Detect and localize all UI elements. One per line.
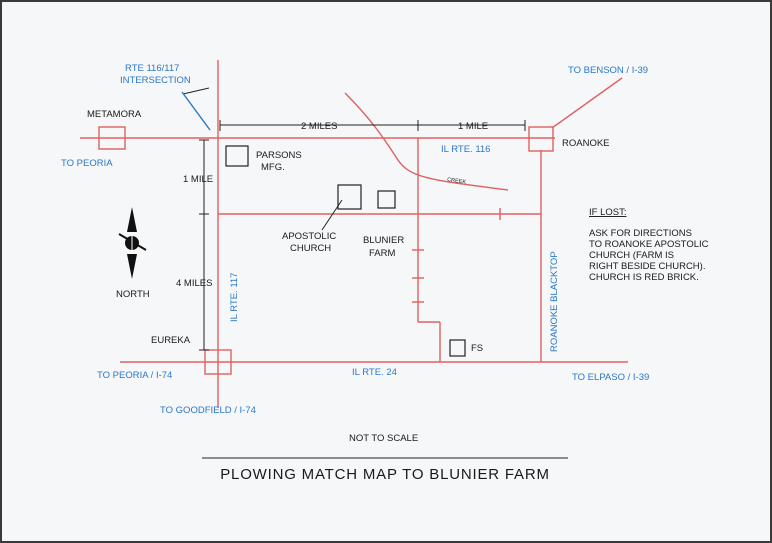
place-roanoke: ROANOKE <box>562 138 610 149</box>
if-lost-line: CHURCH IS RED BRICK. <box>589 272 699 283</box>
eureka-town-box <box>204 349 232 375</box>
if-lost-line: CHURCH (FARM IS <box>589 250 674 261</box>
distance-one-mile-top: 1 MILE <box>458 121 488 132</box>
if-lost-line: RIGHT BESIDE CHURCH). <box>589 261 705 272</box>
map-title: PLOWING MATCH MAP TO BLUNIER FARM <box>220 466 550 483</box>
fs-building <box>449 339 466 357</box>
dest-to-benson-i39: TO BENSON / I-39 <box>568 65 648 76</box>
place-metamora: METAMORA <box>87 109 142 120</box>
distance-one-mile-side: 1 MILE <box>183 174 213 185</box>
place-eureka: EUREKA <box>151 335 191 346</box>
creek-label: CREEK <box>447 177 467 186</box>
landmark-blunier-line2: FARM <box>369 248 395 259</box>
distance-four-miles: 4 MILES <box>176 278 212 289</box>
roads <box>80 60 628 408</box>
road-label-il-rte-117: IL RTE. 117 <box>229 273 240 322</box>
landmark-parsons-line2: MFG. <box>261 162 285 173</box>
dimension-lines <box>182 87 526 351</box>
landmark-parsons-line1: PARSONS <box>256 150 302 161</box>
north-label: NORTH <box>116 289 150 300</box>
roanoke-town-box <box>528 126 554 152</box>
intersection-label-line1: RTE 116/117 <box>125 63 179 74</box>
road-to-benson <box>551 77 623 129</box>
metamora-town-box <box>98 126 126 150</box>
road-label-il-rte-116: IL RTE. 116 <box>441 144 490 155</box>
intersection-pointer <box>181 91 211 131</box>
intersection-label-line2: INTERSECTION <box>120 75 191 86</box>
dest-to-peoria-i74: TO PEORIA / I-74 <box>97 370 172 381</box>
if-lost-heading: IF LOST: <box>589 207 626 218</box>
if-lost-line: TO ROANOKE APOSTOLIC <box>589 239 709 250</box>
landmark-apostolic-line1: APOSTOLIC <box>282 231 336 242</box>
road-label-roanoke-blacktop: ROANOKE BLACKTOP <box>549 251 560 352</box>
dest-to-goodfield-i74: TO GOODFIELD / I-74 <box>160 405 256 416</box>
landmark-apostolic-line2: CHURCH <box>290 243 331 254</box>
blunier-farm-building <box>377 190 396 209</box>
apostolic-church-building <box>337 184 362 210</box>
road-label-il-rte-24: IL RTE. 24 <box>352 367 397 378</box>
creek-line <box>344 92 509 191</box>
parsons-mfg-building <box>225 145 249 167</box>
if-lost-line: ASK FOR DIRECTIONS <box>589 228 692 239</box>
landmark-fs: FS <box>471 343 483 354</box>
north-arrow-icon <box>118 207 147 279</box>
dest-to-peoria: TO PEORIA <box>61 158 113 169</box>
dest-to-elpaso-i39: TO ELPASO / I-39 <box>572 372 649 383</box>
distance-two-miles: 2 MILES <box>301 121 337 132</box>
landmark-blunier-line1: BLUNIER <box>363 235 404 246</box>
scale-note: NOT TO SCALE <box>349 433 418 444</box>
